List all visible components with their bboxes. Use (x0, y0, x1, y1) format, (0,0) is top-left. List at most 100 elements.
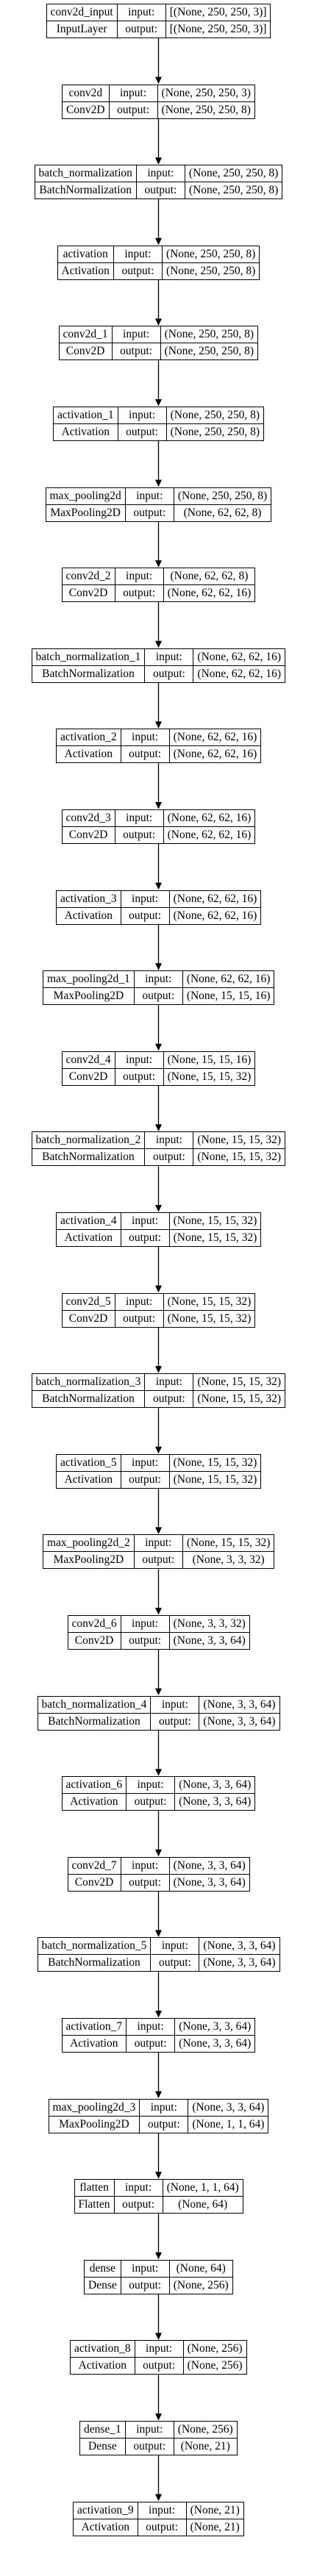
edge-arrowhead (155, 640, 162, 648)
shape-cell: (None, 62, 62, 16)(None, 62, 62, 16) (169, 729, 261, 762)
input-shape: (None, 62, 62, 16) (169, 891, 261, 908)
input-shape: (None, 250, 250, 3) (157, 85, 254, 102)
input-label: input: (114, 2180, 163, 2197)
output-shape: (None, 62, 62, 16) (197, 667, 282, 680)
input-shape: (None, 3, 3, 64) (175, 2019, 255, 2036)
port-label-cell: input:output: (151, 1938, 200, 1972)
output-label: output: (152, 1392, 185, 1406)
output-label: output: (129, 1473, 162, 1486)
shape-cell: (None, 3, 3, 64)(None, 3, 3, 64) (175, 2019, 255, 2052)
edge-arrowhead (155, 1205, 162, 1212)
output-label: output: (143, 2359, 176, 2372)
input-shape: (None, 15, 15, 16) (163, 1052, 255, 1069)
shape-cell: (None, 3, 3, 64)(None, 3, 3, 64) (199, 1697, 279, 1730)
shape-cell: (None, 15, 15, 32)(None, 3, 3, 32) (182, 1535, 274, 1568)
edge-arrowhead (155, 2494, 162, 2502)
layer-type: MaxPooling2D (53, 1553, 124, 1567)
input-shape: (None, 15, 15, 32) (193, 1132, 285, 1150)
layer-type: BatchNormalization (48, 1714, 140, 1728)
output-shape: (None, 15, 15, 32) (167, 1312, 252, 1325)
input-shape: (None, 15, 15, 32) (193, 1374, 285, 1392)
layer-type: Activation (81, 2520, 130, 2533)
layer-name: activation_1 (54, 407, 118, 424)
output-shape: (None, 21) (190, 2520, 240, 2533)
shape-cell: (None, 3, 3, 64)(None, 3, 3, 64) (199, 1938, 279, 1971)
output-label: output: (122, 2198, 155, 2211)
input-label: input: (145, 649, 193, 666)
port-label-cell: input:output: (134, 971, 183, 1005)
output-shape: (None, 15, 15, 32) (197, 1151, 282, 1164)
layer-type: BatchNormalization (48, 1956, 140, 1969)
input-shape: (None, 3, 3, 64) (169, 1858, 249, 1875)
port-label-cell: input:output: (127, 1777, 176, 1811)
layer-name: conv2d_2 (62, 568, 115, 586)
output-shape: (None, 250, 250, 8) (164, 345, 254, 358)
layer-type: Conv2D (68, 1070, 108, 1083)
shape-cell: (None, 62, 62, 8)(None, 62, 62, 16) (163, 568, 255, 601)
port-label-cell: input:output: (115, 810, 164, 843)
output-label: output: (152, 1151, 185, 1164)
edge-arrowhead (155, 2011, 162, 2018)
layer-type: BatchNormalization (42, 667, 135, 680)
layer-type: Conv2D (65, 345, 105, 358)
input-shape: (None, 62, 62, 16) (193, 649, 285, 666)
input-shape: (None, 1, 1, 64) (163, 2180, 243, 2197)
layer-name: batch_normalization_3 (32, 1374, 145, 1392)
input-label: input: (145, 1132, 193, 1150)
port-label-cell: input:output: (121, 1616, 170, 1649)
input-shape: (None, 250, 250, 8) (185, 165, 282, 183)
shape-cell: (None, 256)(None, 21) (174, 2422, 237, 2455)
port-label-cell: input:output: (114, 2180, 163, 2214)
layer-type: Conv2D (74, 1875, 114, 1889)
layer-type: Activation (64, 1231, 113, 1244)
output-label: output: (129, 1634, 162, 1647)
input-label: input: (115, 1294, 163, 1311)
port-label-cell: input:output: (125, 487, 174, 521)
layer-type: InputLayer (56, 23, 107, 35)
edge-arrowhead (155, 2252, 162, 2260)
output-shape: (None, 62, 62, 16) (167, 587, 252, 600)
output-shape: (None, 15, 15, 32) (197, 1392, 282, 1406)
output-shape: (None, 15, 15, 32) (173, 1231, 257, 1244)
port-label-cell: input:output: (113, 246, 163, 279)
input-label: input: (109, 85, 157, 102)
shape-cell: (None, 250, 250, 8)(None, 62, 62, 8) (174, 488, 271, 521)
input-shape: (None, 3, 3, 64) (188, 2100, 268, 2117)
layer-name: max_pooling2d_1 (43, 971, 134, 989)
layer-name: activation_7 (62, 2019, 127, 2036)
input-shape: (None, 64) (169, 2261, 232, 2278)
output-shape: (None, 15, 15, 16) (186, 990, 271, 1003)
output-label: output: (133, 2440, 166, 2452)
input-label: input: (125, 488, 174, 505)
edge-arrowhead (155, 802, 162, 809)
input-label: input: (112, 326, 160, 344)
layer-name: conv2d_3 (62, 810, 115, 827)
input-label: input: (115, 1052, 163, 1069)
shape-cell: (None, 15, 15, 32)(None, 15, 15, 32) (193, 1132, 285, 1165)
layer-type: MaxPooling2D (50, 506, 121, 519)
port-label-cell: input:output: (135, 2341, 184, 2375)
edge-arrowhead (155, 882, 162, 890)
port-label-cell: input:output: (127, 2019, 176, 2052)
output-shape: (None, 256) (173, 2278, 229, 2291)
shape-cell: (None, 15, 15, 16)(None, 15, 15, 32) (163, 1052, 255, 1085)
port-label-cell: input:output: (145, 1374, 194, 1408)
